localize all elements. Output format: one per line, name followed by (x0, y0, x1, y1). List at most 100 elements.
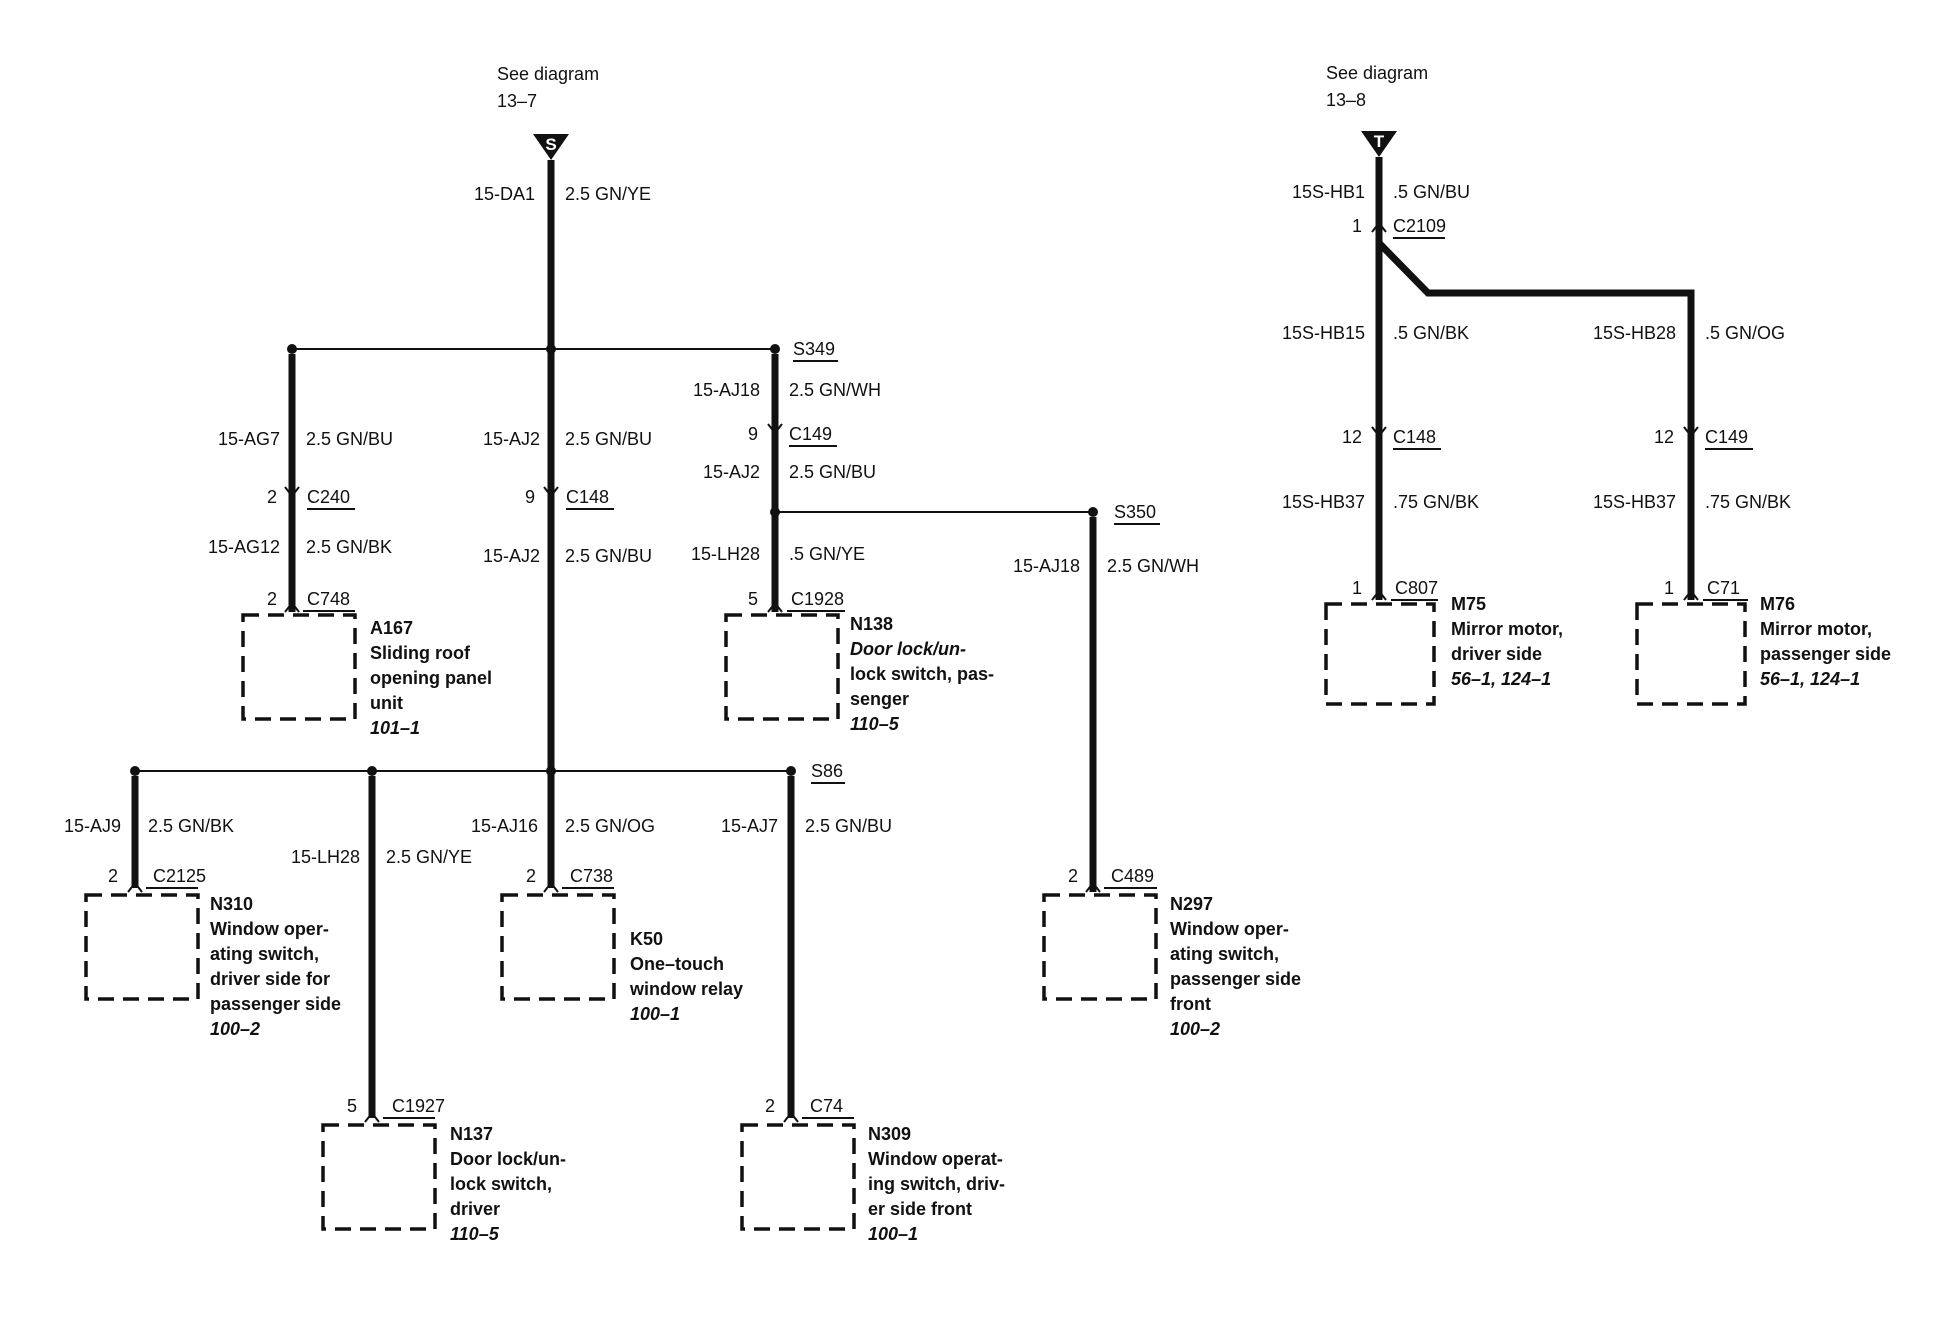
connector-chevron (767, 601, 783, 613)
connector-pin: 2 (267, 487, 277, 507)
ref-s-line2: 13–7 (497, 91, 537, 111)
branch-wire-m76 (1376, 240, 1695, 600)
connector-chevron (543, 486, 559, 498)
splice-node (770, 344, 780, 354)
wire-spec: 2.5 GN/WH (789, 380, 881, 400)
component-box-n297 (1042, 893, 1158, 1001)
connector-pin: 12 (1342, 427, 1362, 447)
ref-s-letter: S (545, 135, 556, 154)
connector-pin: 1 (1352, 216, 1362, 236)
component-id: M76 (1760, 594, 1795, 614)
component-desc: Window oper- (210, 919, 329, 939)
connector-chevron (543, 881, 559, 893)
wire-circuit: 15S-HB37 (1282, 492, 1365, 512)
wire-spec: 2.5 GN/YE (386, 847, 472, 867)
wire-spec: 2.5 GN/BU (565, 429, 652, 449)
connector-name: C738 (570, 866, 613, 886)
wire-circuit: 15-AJ2 (483, 429, 540, 449)
wire-circuit: 15-AJ2 (703, 462, 760, 482)
component-id: N297 (1170, 894, 1213, 914)
component-box-n310 (84, 893, 200, 1001)
wire-spec: 2.5 GN/YE (565, 184, 651, 204)
ref-t-line1: See diagram (1326, 63, 1428, 83)
connector-chevron (1371, 426, 1387, 438)
component-desc: lock switch, pas- (850, 664, 994, 684)
ref-t-letter: T (1374, 132, 1385, 151)
wire-spec: 2.5 GN/BU (789, 462, 876, 482)
connector-chevron (1683, 589, 1699, 601)
splice-label-s350: S350 (1114, 502, 1156, 522)
wire-circuit: 15-AJ2 (483, 546, 540, 566)
component-ref: 100–2 (210, 1019, 260, 1039)
component-id: N310 (210, 894, 253, 914)
connector-name: C149 (789, 424, 832, 444)
connector-pin: 9 (525, 487, 535, 507)
connector-chevron (1085, 881, 1101, 893)
component-id: N137 (450, 1124, 493, 1144)
connector-name: C1927 (392, 1096, 445, 1116)
wire-circuit: 15-DA1 (474, 184, 535, 204)
wire-spec: 2.5 GN/BU (805, 816, 892, 836)
component-ref: 110–5 (450, 1224, 500, 1244)
wire-spec: .75 GN/BK (1393, 492, 1479, 512)
connector-pin: 5 (347, 1096, 357, 1116)
component-desc: passenger side (1170, 969, 1301, 989)
wire-circuit: 15S-HB15 (1282, 323, 1365, 343)
connector-name: C148 (566, 487, 609, 507)
wire-spec: 2.5 GN/OG (565, 816, 655, 836)
connector-name: C1928 (791, 589, 844, 609)
wire-circuit: 15S-HB1 (1292, 182, 1365, 202)
component-id: N138 (850, 614, 893, 634)
wire-spec: .5 GN/YE (789, 544, 865, 564)
connector-chevron (364, 1111, 380, 1123)
wire-spec: .5 GN/BU (1393, 182, 1470, 202)
component-id: M75 (1451, 594, 1486, 614)
component-desc: Door lock/un- (850, 639, 966, 659)
wire-circuit: 15-AJ9 (64, 816, 121, 836)
component-box-a167 (241, 613, 357, 721)
wire-spec: 2.5 GN/BU (565, 546, 652, 566)
component-desc: senger (850, 689, 909, 709)
connector-pin: 1 (1664, 578, 1674, 598)
wire-circuit: 15S-HB37 (1593, 492, 1676, 512)
component-id: N309 (868, 1124, 911, 1144)
connector-pin: 5 (748, 589, 758, 609)
component-desc: Window operat- (868, 1149, 1003, 1169)
wire-spec: 2.5 GN/BU (306, 429, 393, 449)
component-desc: front (1170, 994, 1211, 1014)
splice-label-s86: S86 (811, 761, 843, 781)
ref-s-line1: See diagram (497, 64, 599, 84)
connector-chevron (1683, 426, 1699, 438)
component-box-n309 (740, 1123, 856, 1231)
component-desc: Window oper- (1170, 919, 1289, 939)
connector-name: C149 (1705, 427, 1748, 447)
component-box-n137 (321, 1123, 437, 1231)
connector-name: C148 (1393, 427, 1436, 447)
connector-pin: 9 (748, 424, 758, 444)
wire-spec: 2.5 GN/BK (306, 537, 392, 557)
connector-pin: 2 (765, 1096, 775, 1116)
component-ref: 100–2 (1170, 1019, 1220, 1039)
connector-pin: 2 (267, 589, 277, 609)
component-desc: driver (450, 1199, 500, 1219)
component-box-m75 (1324, 602, 1436, 706)
splice-node (130, 766, 140, 776)
wire-spec: .75 GN/BK (1705, 492, 1791, 512)
component-ref: 110–5 (850, 714, 900, 734)
component-box-n138 (724, 613, 840, 721)
splice-node (367, 766, 377, 776)
wire-circuit: 15-AG12 (208, 537, 280, 557)
connector-name: C807 (1395, 578, 1438, 598)
connector-chevron (1371, 221, 1387, 233)
connector-name: C74 (810, 1096, 843, 1116)
wire-circuit: 15-LH28 (691, 544, 760, 564)
connector-name: C240 (307, 487, 350, 507)
connector-chevron (284, 601, 300, 613)
wire-circuit: 15-AJ18 (693, 380, 760, 400)
wire-circuit: 15-AG7 (218, 429, 280, 449)
ref-t-line2: 13–8 (1326, 90, 1366, 110)
splice-node (287, 344, 297, 354)
wire-spec: 2.5 GN/WH (1107, 556, 1199, 576)
connector-chevron (127, 881, 143, 893)
